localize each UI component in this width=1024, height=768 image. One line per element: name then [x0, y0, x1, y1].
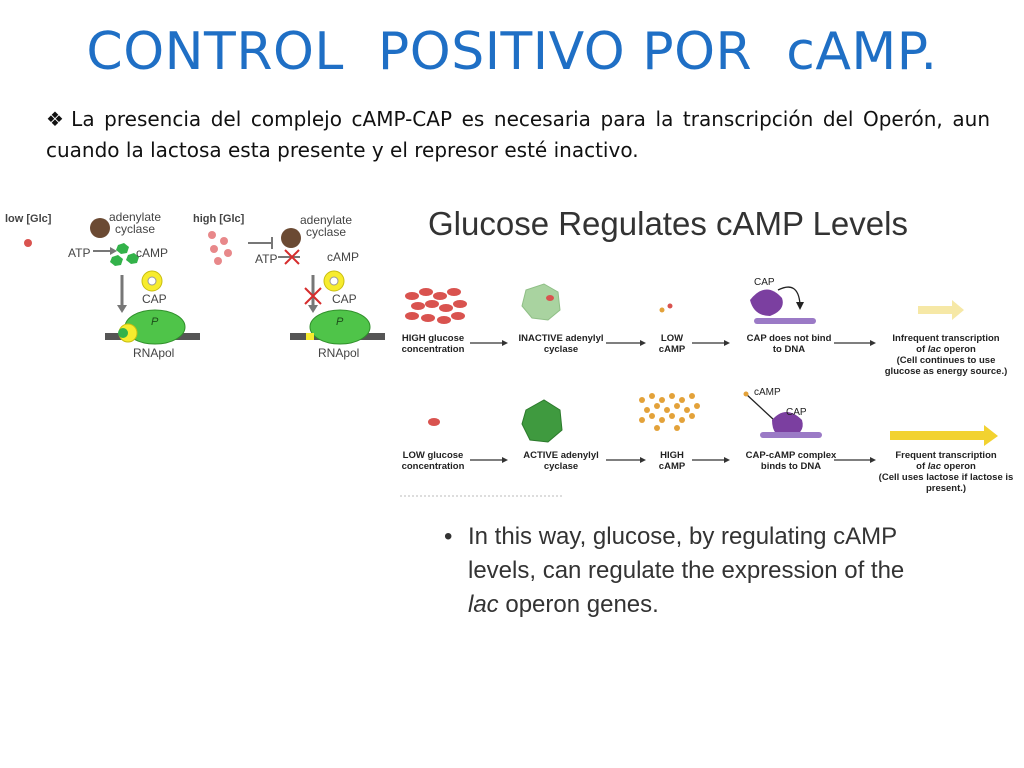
glucose-regulation-diagram [400, 283, 998, 497]
infrequent-arrow [918, 300, 964, 320]
camp-mechanism-diagram [24, 218, 385, 345]
camp-molecule [116, 243, 129, 254]
cap-camp-complex [772, 412, 803, 438]
high-glucose-label: HIGH glucose concentration [401, 333, 465, 355]
rnapol-label: RNApol [318, 346, 360, 360]
low-glucose-panel [24, 218, 200, 345]
glucose-molecule [214, 257, 222, 265]
cap-protein-shape [750, 289, 783, 316]
atp-label: ATP [255, 252, 278, 266]
polymerase-letter: P [336, 316, 344, 328]
low-glc-label: low [Glc] [5, 213, 52, 225]
diamond-bullet-icon: ❖ [46, 107, 68, 131]
active-cyclase-label: ACTIVE adenylyl cyclase [523, 450, 599, 472]
row-high-glucose [405, 283, 964, 346]
row-low-glucose [428, 391, 998, 463]
cap-state-label: CAP does not bind to DNA [746, 333, 832, 355]
camp-label: cAMP [136, 246, 169, 260]
cap-label: CAP [786, 407, 807, 418]
bullet-text: La presencia del complejo cAMP-CAP es ne… [46, 107, 990, 162]
frequent-transcription-label: Frequent transcription of lac operon (Ce… [878, 450, 1014, 494]
page-title: CONTROL POSITIVO POR cAMP. [86, 22, 938, 82]
adenylate-cyclase-enzyme [90, 218, 110, 238]
rna-polymerase [309, 309, 371, 345]
adenylate-cyclase-label: adenylate cyclase [108, 210, 162, 236]
glucose-molecule [208, 231, 216, 239]
adenylate-cyclase-label: adenylate cyclase [299, 213, 353, 239]
glucose-molecule [220, 237, 228, 245]
glucose-diagram-title: Glucose Regulates cAMP Levels [428, 205, 908, 242]
camp-molecule [126, 253, 139, 264]
cap-label: CAP [754, 277, 775, 288]
high-glucose-panel [208, 228, 385, 345]
high-camp-label: HIGH cAMP [658, 450, 686, 472]
active-cyclase-shape [521, 399, 563, 443]
adenylate-cyclase-enzyme [281, 228, 301, 248]
rnapol-label: RNApol [133, 346, 175, 360]
bullet-dot-icon: • [444, 523, 453, 550]
camp-cluster [639, 393, 700, 431]
glucose-molecule [210, 245, 218, 253]
high-glc-label: high [Glc] [193, 213, 245, 225]
conclusion-note: • In this way, glucose, by regulating cA… [444, 520, 916, 622]
glucose-molecule [24, 239, 32, 247]
infrequent-transcription-label: Infrequent transcription of lac operon (… [884, 333, 1008, 377]
cap-label: CAP [332, 292, 357, 306]
glucose-cluster [405, 288, 467, 324]
glucose-molecule [224, 249, 232, 257]
inactive-cyclase-label: INACTIVE adenylyl cyclase [518, 333, 604, 355]
low-glucose-label: LOW glucose concentration [401, 450, 465, 472]
camp-label: cAMP [754, 387, 781, 398]
bullet-paragraph: ❖La presencia del complejo cAMP-CAP es n… [46, 104, 990, 166]
atp-label: ATP [68, 246, 91, 260]
camp-label: cAMP [327, 250, 360, 264]
dna-shape [754, 318, 816, 324]
inactive-cyclase-shape [521, 283, 561, 321]
low-camp-label: LOW cAMP [658, 333, 686, 355]
glucose-molecule [428, 418, 440, 426]
frequent-arrow [890, 425, 998, 446]
polymerase-letter: P [151, 316, 159, 328]
dna-shape [760, 432, 822, 438]
cap-label: CAP [142, 292, 167, 306]
camp-molecule [110, 255, 123, 266]
cap-camp-state-label: CAP-cAMP complex binds to DNA [745, 450, 837, 472]
